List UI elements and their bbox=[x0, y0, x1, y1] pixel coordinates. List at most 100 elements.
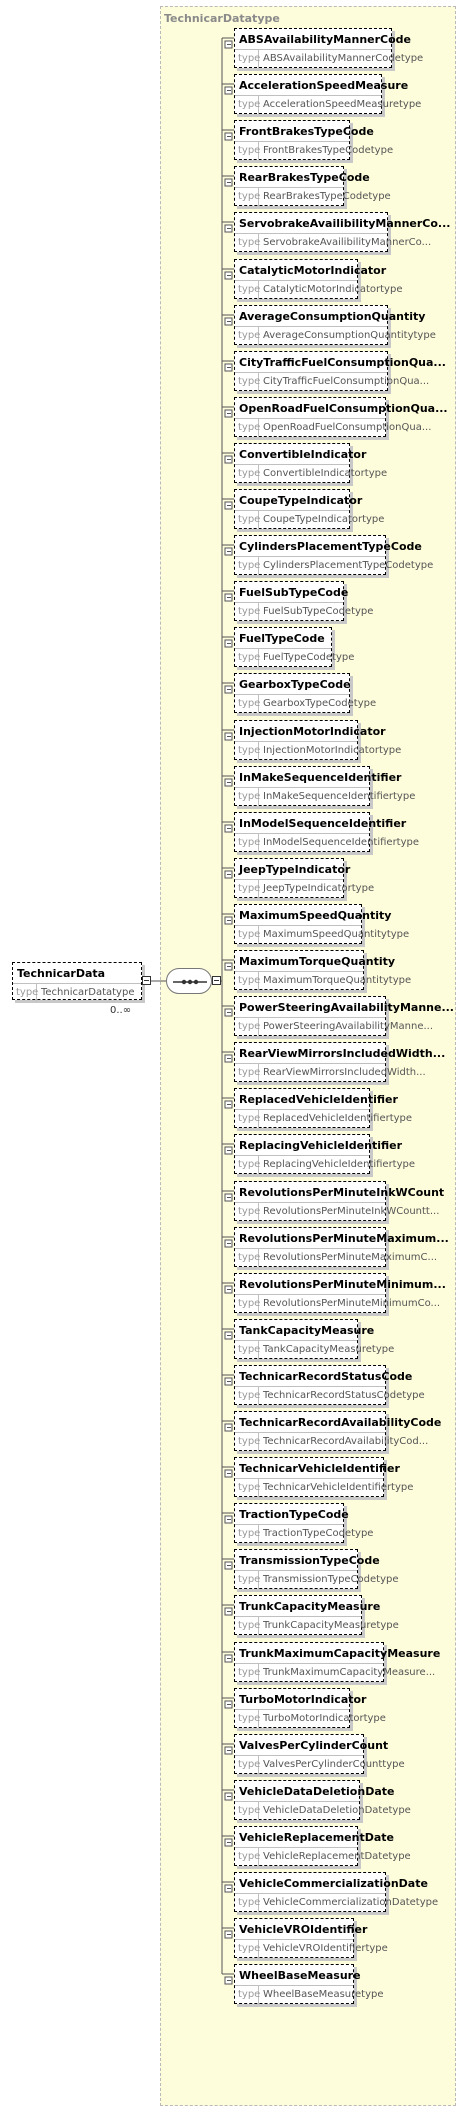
element-icon bbox=[224, 1463, 233, 1478]
type-label: type bbox=[238, 1713, 261, 1724]
type-value: RearViewMirrorsIncludedWidth... bbox=[263, 1067, 426, 1078]
type-label: type bbox=[238, 191, 261, 202]
element-name: AccelerationSpeedMeasure bbox=[239, 79, 409, 92]
element-icon bbox=[224, 1417, 233, 1432]
type-value: VehicleCommercializationDatetype bbox=[263, 1897, 439, 1908]
type-value: RevolutionsPerMinuteMaximumC... bbox=[263, 1252, 438, 1263]
type-label: type bbox=[238, 1344, 261, 1355]
type-label: type bbox=[238, 652, 261, 663]
type-label: type bbox=[238, 237, 261, 248]
type-value: GearboxTypeCodetype bbox=[263, 698, 377, 709]
root-collapse-minus-icon[interactable] bbox=[142, 976, 151, 985]
sequence-compositor-icon[interactable] bbox=[166, 968, 212, 994]
type-value: TurboMotorIndicatortype bbox=[263, 1713, 386, 1724]
element-icon bbox=[224, 956, 233, 971]
type-value: ValvesPerCylinderCounttype bbox=[263, 1759, 405, 1770]
root-element-box[interactable]: TechnicarData type TechnicarDatatype bbox=[12, 962, 142, 1002]
type-value: WheelBaseMeasuretype bbox=[263, 1989, 384, 2000]
element-name: WheelBaseMeasure bbox=[239, 1969, 361, 1982]
type-value: PowerSteeringAvailabilityManne... bbox=[263, 1021, 434, 1032]
type-label: type bbox=[238, 376, 261, 387]
type-label: type bbox=[238, 837, 261, 848]
type-value: CoupeTypeIndicatortype bbox=[263, 514, 385, 525]
type-label: type bbox=[238, 1759, 261, 1770]
element-name: CityTrafficFuelConsumptionQua... bbox=[239, 356, 446, 369]
type-value: TechnicarRecordStatusCodetype bbox=[263, 1390, 425, 1401]
type-label: type bbox=[238, 745, 261, 756]
type-label: type bbox=[238, 1252, 261, 1263]
element-icon bbox=[224, 1878, 233, 1893]
element-icon bbox=[224, 80, 233, 95]
type-value: ReplacedVehicleIdentifiertype bbox=[263, 1113, 413, 1124]
element-name: TechnicarRecordStatusCode bbox=[239, 1370, 413, 1383]
type-label: type bbox=[238, 284, 261, 295]
type-value: FrontBrakesTypeCodetype bbox=[263, 145, 394, 156]
type-label: type bbox=[238, 514, 261, 525]
element-name: TransmissionTypeCode bbox=[239, 1554, 380, 1567]
type-value: CylindersPlacementTypeCodetype bbox=[263, 560, 434, 571]
type-value: TrunkMaximumCapacityMeasure... bbox=[263, 1667, 436, 1678]
sequence-collapse-minus-icon[interactable] bbox=[212, 976, 221, 985]
element-name: FuelTypeCode bbox=[239, 632, 325, 645]
type-value: TechnicarVehicleIdentifiertype bbox=[263, 1482, 414, 1493]
type-value: AccelerationSpeedMeasuretype bbox=[263, 99, 422, 110]
element-name: InModelSequenceIdentifier bbox=[239, 817, 407, 830]
type-value: ConvertibleIndicatortype bbox=[263, 468, 388, 479]
element-icon bbox=[224, 1601, 233, 1616]
element-icon bbox=[224, 1002, 233, 1017]
element-name: RearViewMirrorsIncludedWidth... bbox=[239, 1047, 446, 1060]
element-name: ABSAvailabilityMannerCode bbox=[239, 33, 411, 46]
element-icon bbox=[224, 864, 233, 879]
element-name: PowerSteeringAvailabilityManne... bbox=[239, 1001, 454, 1014]
element-name: CoupeTypeIndicator bbox=[239, 494, 363, 507]
element-icon bbox=[224, 34, 233, 49]
element-name: OpenRoadFuelConsumptionQua... bbox=[239, 402, 448, 415]
element-icon bbox=[224, 172, 233, 187]
type-label: type bbox=[238, 929, 261, 940]
